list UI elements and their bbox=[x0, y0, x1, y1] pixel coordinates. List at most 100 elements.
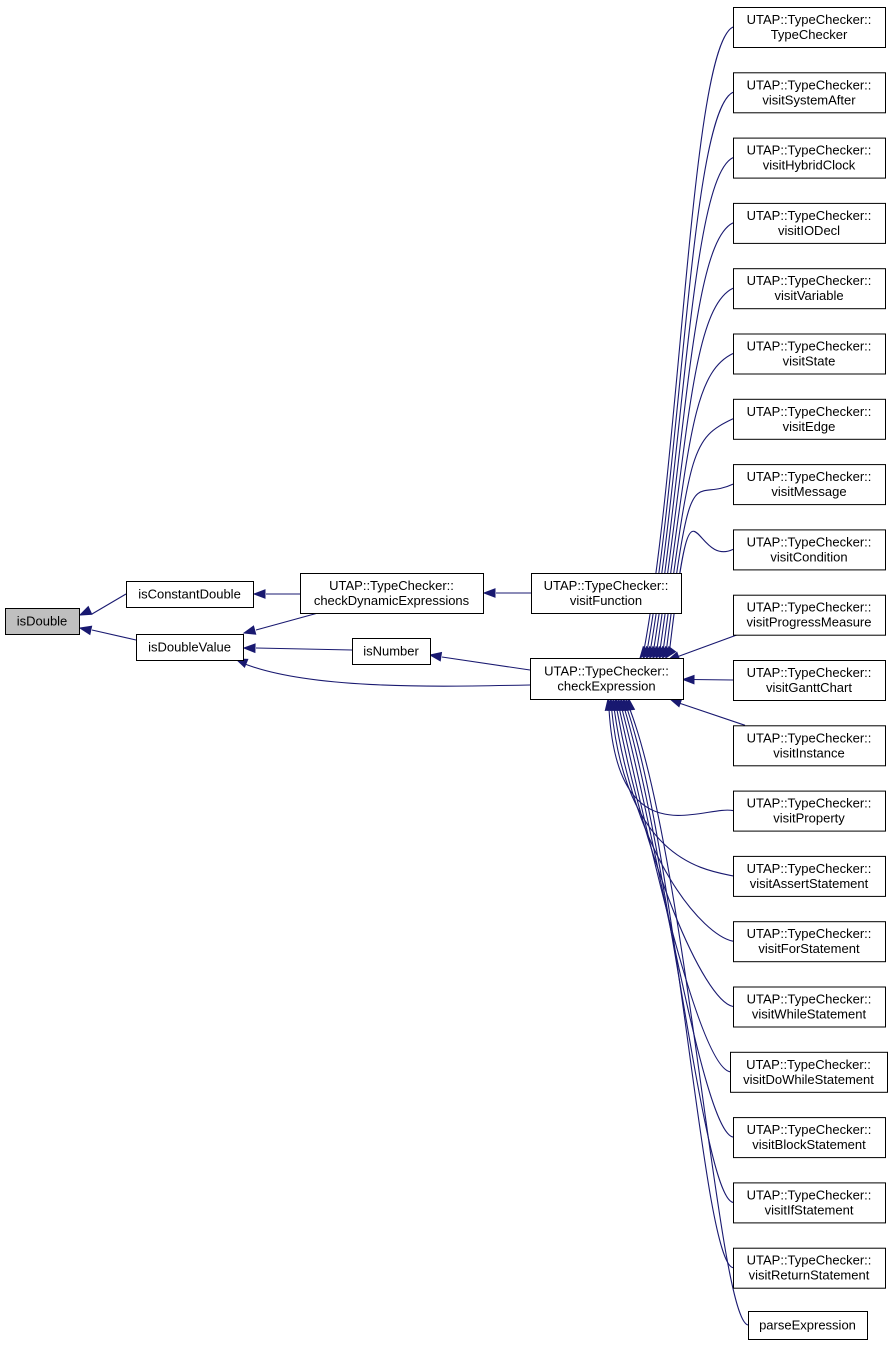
node-label: TypeChecker bbox=[771, 27, 848, 42]
node-isDouble: isDouble bbox=[5, 608, 80, 635]
edge-line bbox=[626, 708, 734, 1269]
node-isConstantDouble[interactable]: isConstantDouble bbox=[126, 581, 254, 608]
node-visitMessage[interactable]: UTAP::TypeChecker::visitMessage bbox=[733, 464, 886, 506]
node-visitAssertStatement[interactable]: UTAP::TypeChecker::visitAssertStatement bbox=[733, 855, 886, 897]
node-label: UTAP::TypeChecker:: bbox=[747, 861, 872, 876]
node-checkDynamicExpressions[interactable]: UTAP::TypeChecker::checkDynamicExpressio… bbox=[300, 573, 484, 614]
arrowhead bbox=[664, 645, 677, 660]
node-label: UTAP::TypeChecker:: bbox=[747, 1122, 872, 1137]
node-label: UTAP::TypeChecker:: bbox=[747, 143, 872, 158]
node-label: UTAP::TypeChecker:: bbox=[746, 1057, 871, 1072]
node-label: isNumber bbox=[363, 644, 419, 659]
node-label: UTAP::TypeChecker:: bbox=[747, 926, 872, 941]
node-visitEdge[interactable]: UTAP::TypeChecker::visitEdge bbox=[733, 398, 886, 440]
node-isNumber[interactable]: isNumber bbox=[352, 638, 431, 665]
node-label: visitInstance bbox=[773, 745, 845, 760]
node-box bbox=[733, 790, 886, 832]
node-box bbox=[136, 634, 244, 661]
arrowhead bbox=[625, 697, 636, 712]
node-visitBlockStatement[interactable]: UTAP::TypeChecker::visitBlockStatement bbox=[733, 1117, 886, 1159]
node-visitIfStatement[interactable]: UTAP::TypeChecker::visitIfStatement bbox=[733, 1182, 886, 1224]
node-label: visitCondition bbox=[770, 549, 847, 564]
edge-line bbox=[91, 629, 137, 641]
edge-line bbox=[608, 708, 734, 816]
node-label: UTAP::TypeChecker:: bbox=[747, 665, 872, 680]
node-label: visitDoWhileStatement bbox=[743, 1072, 874, 1087]
node-visitSystemAfter[interactable]: UTAP::TypeChecker::visitSystemAfter bbox=[733, 72, 886, 114]
node-label: UTAP::TypeChecker:: bbox=[747, 273, 872, 288]
node-label: UTAP::TypeChecker:: bbox=[329, 578, 454, 593]
node-box bbox=[748, 1311, 868, 1340]
node-visitInstance[interactable]: UTAP::TypeChecker::visitInstance bbox=[733, 725, 886, 767]
node-parseExpression[interactable]: parseExpression bbox=[748, 1311, 868, 1340]
node-box bbox=[733, 333, 886, 375]
edge-line bbox=[611, 708, 734, 877]
node-box bbox=[531, 573, 682, 614]
edge-line bbox=[643, 26, 734, 651]
node-box bbox=[352, 638, 431, 665]
node-visitGanttChart[interactable]: UTAP::TypeChecker::visitGanttChart bbox=[733, 660, 886, 701]
node-label: visitAssertStatement bbox=[750, 876, 869, 891]
node-label: visitReturnStatement bbox=[749, 1268, 870, 1283]
edge-line bbox=[656, 287, 734, 651]
node-box bbox=[733, 1182, 886, 1224]
node-visitForStatement[interactable]: UTAP::TypeChecker::visitForStatement bbox=[733, 921, 886, 963]
node-visitIODecl[interactable]: UTAP::TypeChecker::visitIODecl bbox=[733, 202, 886, 244]
node-TypeChecker[interactable]: UTAP::TypeChecker::TypeChecker bbox=[733, 7, 886, 48]
node-box bbox=[733, 660, 886, 701]
node-label: UTAP::TypeChecker:: bbox=[747, 469, 872, 484]
node-visitProgressMeasure[interactable]: UTAP::TypeChecker::visitProgressMeasure bbox=[733, 594, 886, 636]
node-box bbox=[733, 464, 886, 506]
node-label: visitMessage bbox=[771, 484, 846, 499]
node-label: visitForStatement bbox=[758, 941, 860, 956]
node-visitFunction[interactable]: UTAP::TypeChecker::visitFunction bbox=[531, 573, 682, 614]
edge-line bbox=[653, 222, 734, 651]
node-visitHybridClock[interactable]: UTAP::TypeChecker::visitHybridClock bbox=[733, 137, 886, 179]
edge-visitBlockStatement-to-checkExpression bbox=[617, 697, 734, 1138]
edge-line bbox=[621, 708, 734, 1138]
edge-line bbox=[673, 632, 744, 659]
edge-line bbox=[255, 647, 353, 651]
node-label: UTAP::TypeChecker:: bbox=[747, 796, 872, 811]
edge-checkExpression-to-isDoubleValue bbox=[234, 658, 531, 687]
node-box bbox=[530, 658, 684, 700]
node-box bbox=[733, 137, 886, 179]
edge-line bbox=[649, 157, 734, 651]
node-visitWhileStatement[interactable]: UTAP::TypeChecker::visitWhileStatement bbox=[733, 986, 886, 1028]
node-checkExpression[interactable]: UTAP::TypeChecker::checkExpression bbox=[530, 658, 684, 700]
edge-visitInstance-to-checkExpression bbox=[668, 698, 746, 726]
edge-line bbox=[441, 656, 531, 671]
node-box bbox=[730, 1051, 888, 1093]
edge-isDoubleValue-to-isDouble bbox=[78, 625, 137, 641]
node-visitProperty[interactable]: UTAP::TypeChecker::visitProperty bbox=[733, 790, 886, 832]
node-label: UTAP::TypeChecker:: bbox=[544, 578, 669, 593]
edge-visitFunction-to-checkDynamicExpressions bbox=[482, 588, 531, 598]
edge-isConstantDouble-to-isDouble bbox=[78, 593, 127, 616]
edge-line bbox=[675, 701, 746, 726]
edge-line bbox=[618, 708, 731, 1073]
arrowhead bbox=[252, 589, 266, 599]
edge-visitGanttChart-to-checkExpression bbox=[681, 674, 734, 685]
node-visitDoWhileStatement[interactable]: UTAP::TypeChecker::visitDoWhileStatement bbox=[730, 1051, 888, 1093]
node-box bbox=[733, 72, 886, 114]
node-box bbox=[733, 921, 886, 963]
edge-TypeChecker-to-checkExpression bbox=[639, 26, 734, 660]
node-label: visitIODecl bbox=[778, 223, 840, 238]
node-isDoubleValue[interactable]: isDoubleValue bbox=[136, 634, 244, 661]
node-label: visitFunction bbox=[570, 593, 642, 608]
arrowhead bbox=[482, 588, 496, 598]
node-visitState[interactable]: UTAP::TypeChecker::visitState bbox=[733, 333, 886, 375]
node-box bbox=[733, 855, 886, 897]
node-visitVariable[interactable]: UTAP::TypeChecker::visitVariable bbox=[733, 268, 886, 310]
node-box bbox=[733, 1117, 886, 1159]
arrowhead bbox=[681, 674, 695, 685]
node-box bbox=[733, 594, 886, 636]
node-box bbox=[733, 7, 886, 48]
edge-line bbox=[91, 593, 127, 615]
node-label: visitEdge bbox=[783, 419, 836, 434]
node-box bbox=[733, 202, 886, 244]
node-label: visitProgressMeasure bbox=[747, 615, 872, 630]
node-visitCondition[interactable]: UTAP::TypeChecker::visitCondition bbox=[733, 529, 886, 571]
node-visitReturnStatement[interactable]: UTAP::TypeChecker::visitReturnStatement bbox=[733, 1247, 886, 1289]
